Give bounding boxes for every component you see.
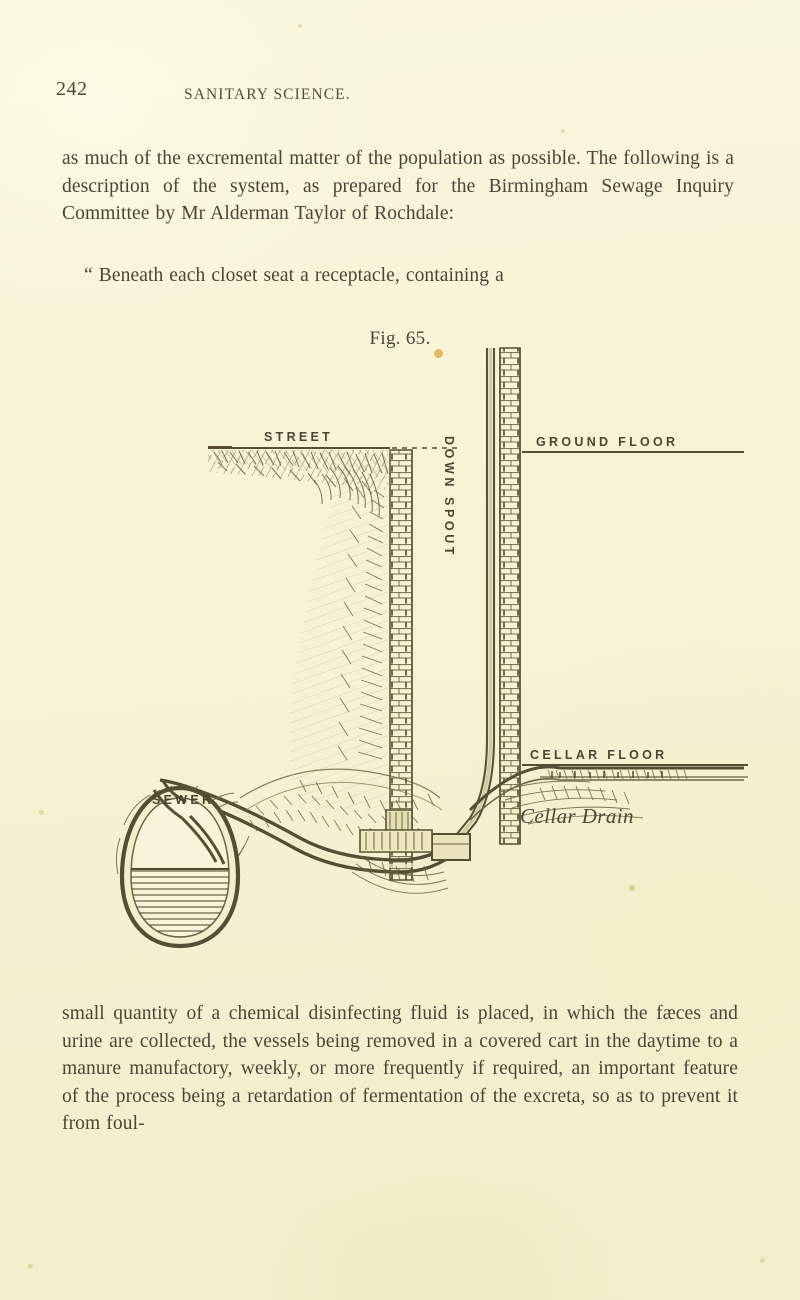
page-number: 242 [56, 78, 88, 100]
label-cellar-drain: Cellar Drain [520, 804, 634, 828]
figure-caption: Fig. 65. [369, 328, 431, 349]
running-head: SANITARY SCIENCE. [184, 86, 351, 103]
label-street: STREET [264, 430, 334, 444]
figure-65-sewage-closet-diagram: STREET GROUND FLOOR DOWN SPOUT CELLAR FL… [0, 340, 800, 980]
label-ground-floor: GROUND FLOOR [536, 435, 679, 449]
paragraph-quote: “ Beneath each closet seat a receptacle,… [84, 265, 504, 286]
figure-illustration [115, 347, 748, 949]
label-cellar-floor: CELLAR FLOOR [530, 748, 668, 762]
label-sewer: SEWER [152, 793, 215, 807]
paragraph-top: as much of the excremental matter of the… [62, 148, 734, 224]
label-down-spout: DOWN SPOUT [442, 436, 456, 559]
paragraph-bottom: small quantity of a chemical disinfectin… [62, 1003, 738, 1134]
